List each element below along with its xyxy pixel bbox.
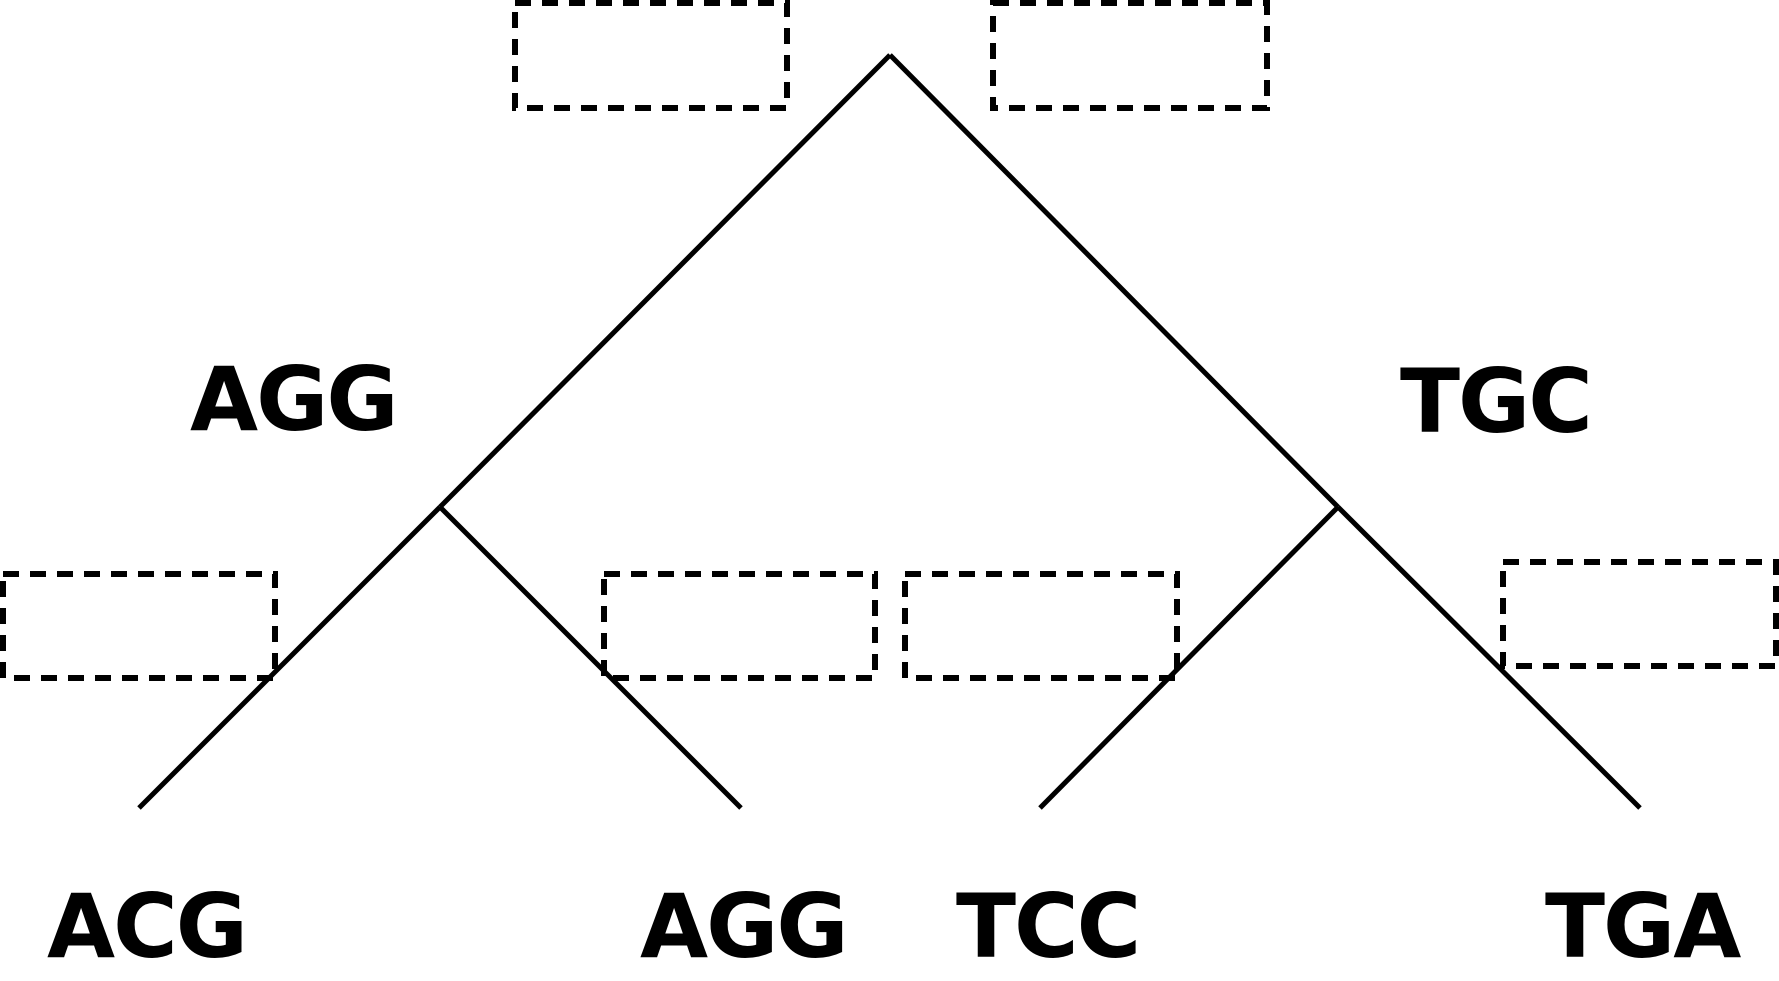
sequence-labels: AGG TGC ACG AGG TCC TGA [47, 348, 1743, 978]
answer-box-root-right[interactable] [990, 0, 1270, 111]
answer-box-right-node-right[interactable] [1500, 559, 1779, 669]
internal-node-left-sequence: AGG [190, 348, 397, 451]
leaf-2-sequence: AGG [640, 875, 847, 978]
branch-root-to-left-node [438, 53, 892, 509]
leaf-1-sequence: ACG [47, 875, 246, 978]
answer-box-left-node-left[interactable] [0, 571, 278, 681]
leaf-4-sequence: TGA [1545, 875, 1741, 978]
answer-box-left-node-right[interactable] [601, 571, 878, 681]
leaf-3-sequence: TCC [956, 875, 1139, 978]
branch-right-node-to-leaf-3 [1038, 505, 1340, 810]
answer-boxes [0, 0, 1779, 681]
internal-node-right-sequence: TGC [1400, 350, 1591, 453]
branch-right-node-to-leaf-4 [1336, 505, 1642, 810]
answer-box-right-node-left[interactable] [902, 571, 1180, 681]
answer-box-root-left[interactable] [512, 0, 790, 111]
branch-left-node-to-leaf-2 [438, 505, 743, 810]
tree-branches [137, 53, 1642, 810]
branch-root-to-right-node [888, 53, 1340, 509]
branch-left-node-to-leaf-1 [137, 505, 442, 810]
